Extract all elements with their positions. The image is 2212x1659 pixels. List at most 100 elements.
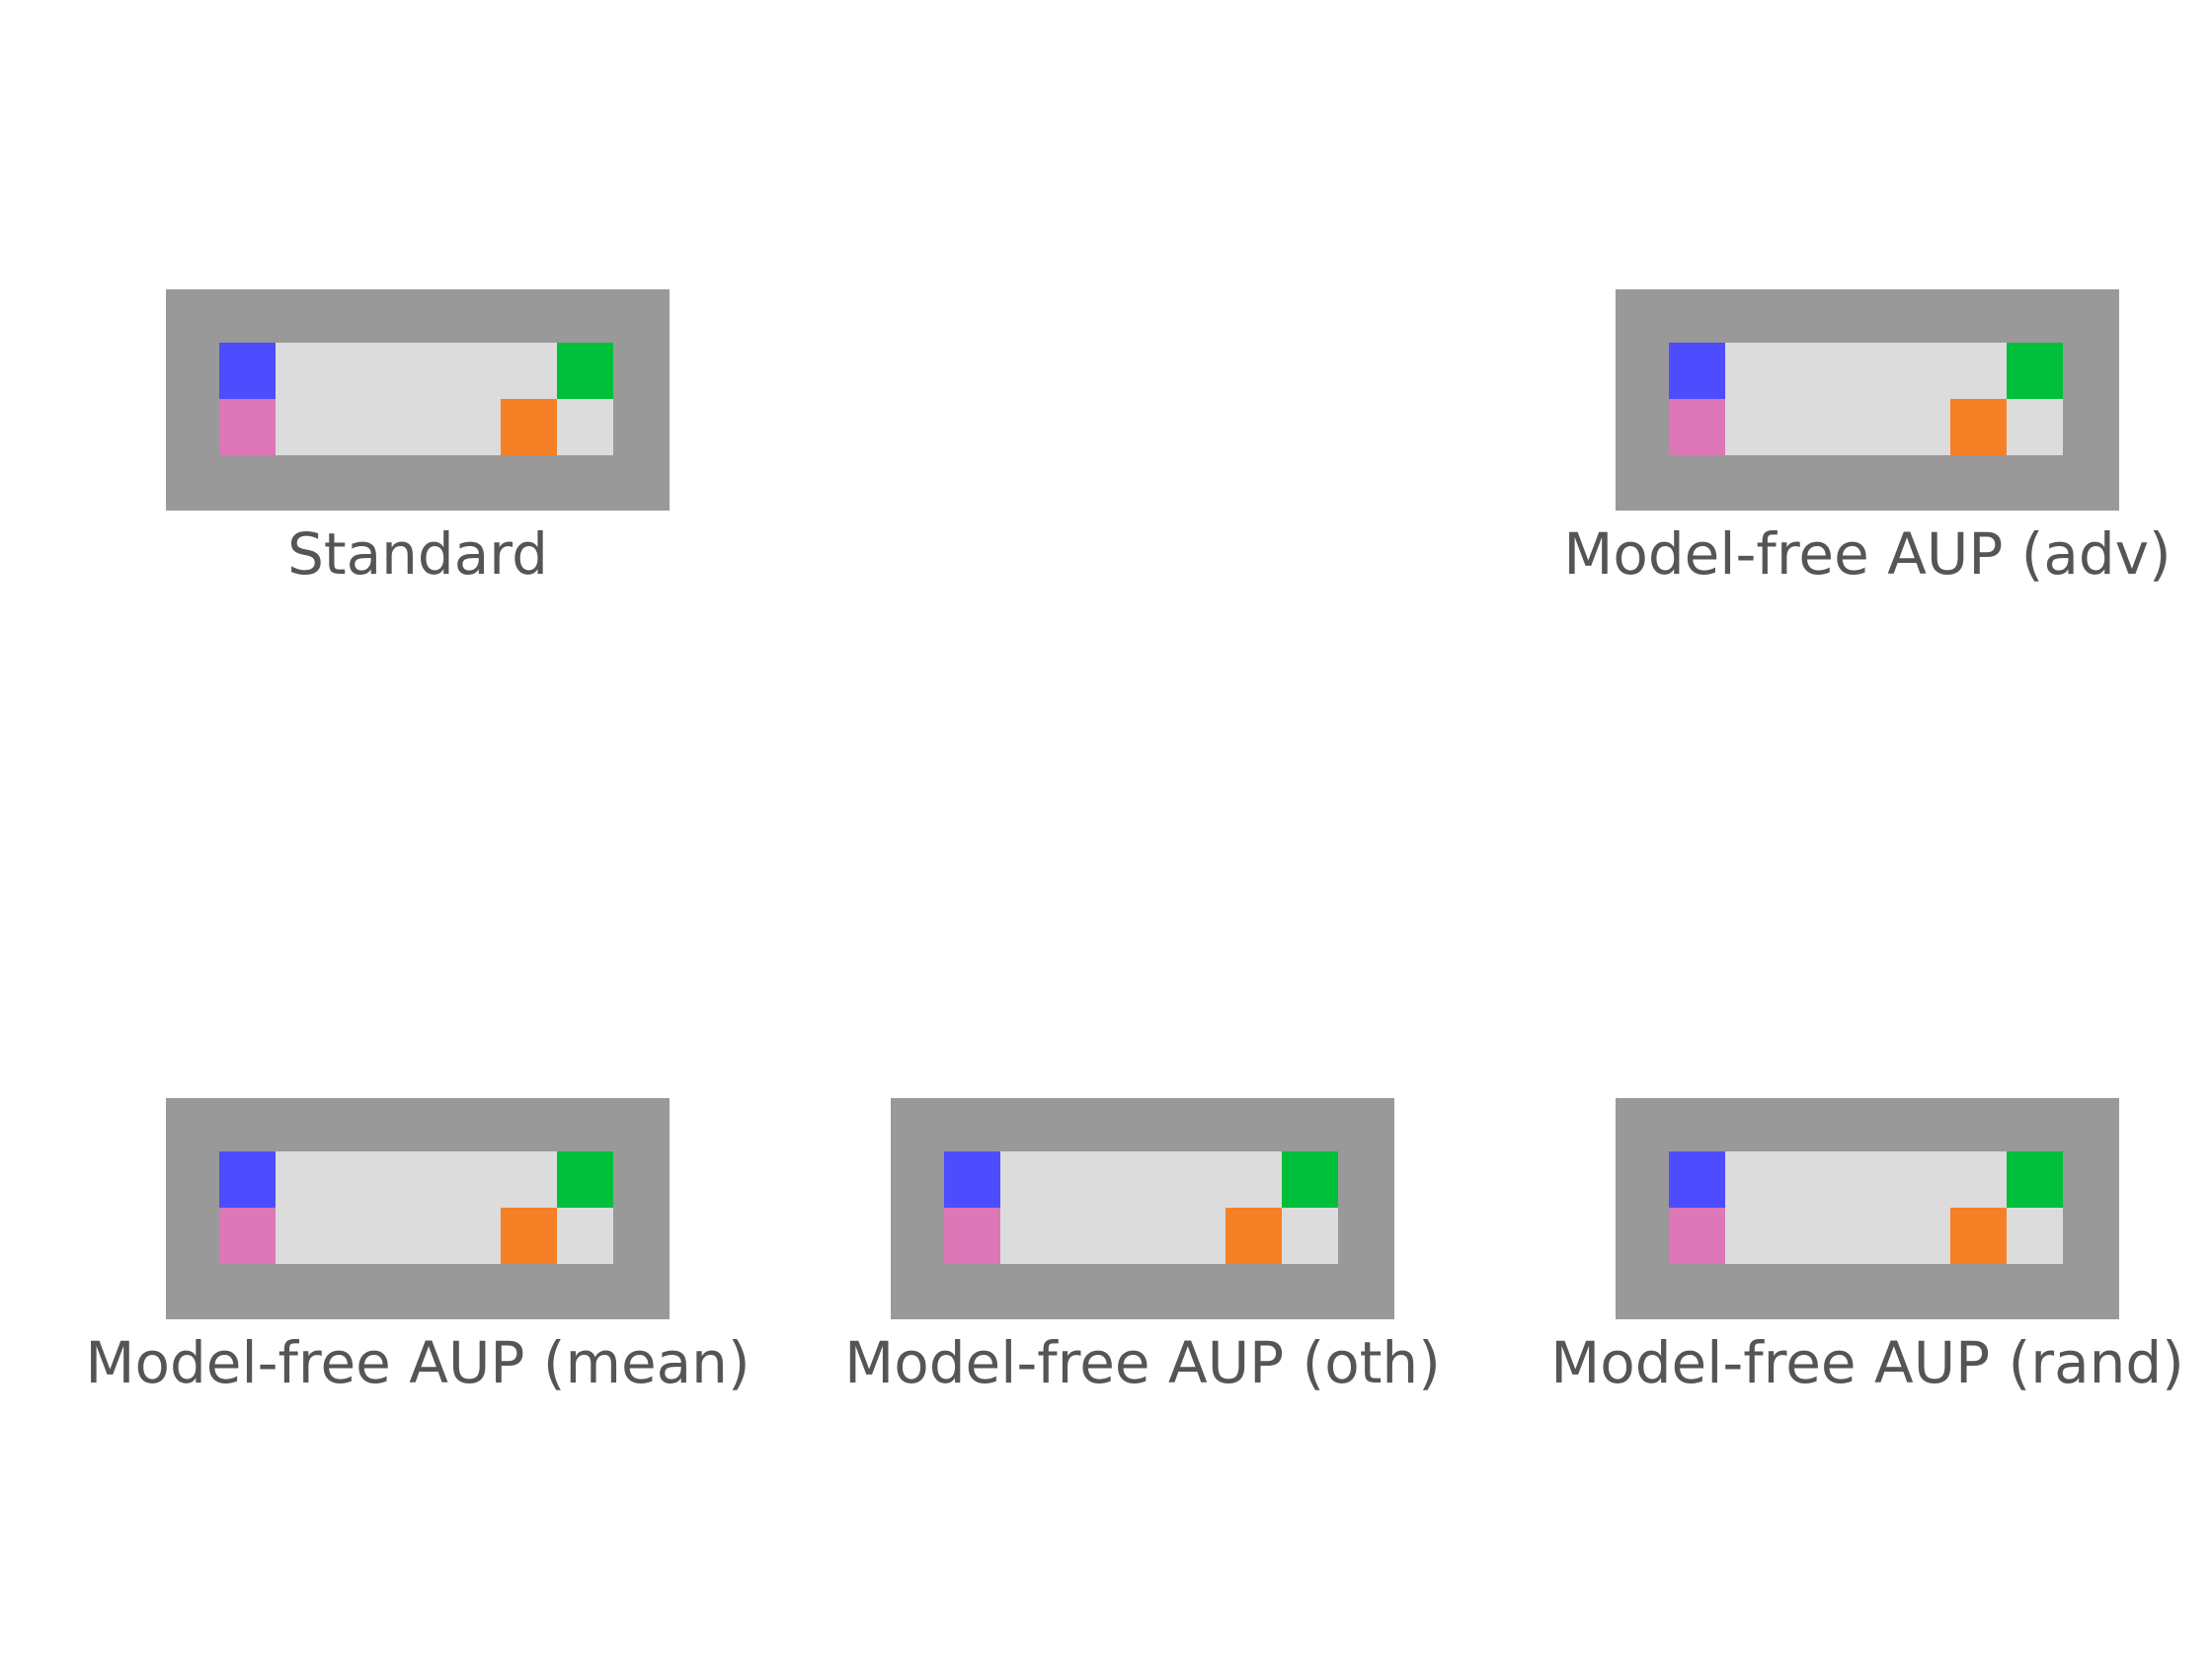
wall-cell: [219, 455, 276, 511]
wall-cell: [332, 455, 389, 511]
wall-cell: [891, 1098, 945, 1152]
wall-cell: [1725, 1264, 1782, 1319]
floor-cell: [557, 1208, 614, 1265]
wall-cell: [613, 343, 670, 400]
goal-cell: [557, 343, 614, 400]
wall-cell: [501, 455, 558, 511]
wall-cell: [1113, 1098, 1170, 1152]
gridworld-standard: [166, 289, 670, 511]
wall-cell: [1057, 1264, 1114, 1319]
orange-cell: [1950, 1208, 2008, 1265]
wall-cell: [2063, 1098, 2119, 1152]
wall-cell: [501, 289, 558, 344]
wall-cell: [166, 1264, 220, 1319]
wall-cell: [2063, 289, 2119, 344]
gridworld-adv: [1616, 289, 2119, 511]
goal-cell: [1282, 1151, 1339, 1209]
environment-panel-oth: [891, 1098, 1394, 1319]
wall-cell: [1725, 289, 1782, 344]
floor-cell: [276, 343, 333, 400]
wall-cell: [944, 1098, 1001, 1152]
agent-cell: [1669, 1151, 1726, 1209]
wall-cell: [1113, 1264, 1170, 1319]
wall-cell: [332, 289, 389, 344]
wall-cell: [388, 1264, 445, 1319]
environment-panel-standard: [166, 289, 670, 511]
wall-cell: [444, 289, 502, 344]
floor-cell: [1725, 343, 1782, 400]
wall-cell: [166, 289, 220, 344]
wall-cell: [2063, 343, 2119, 400]
wall-cell: [613, 1151, 670, 1209]
panel-label-rand: Model-free AUP (rand): [1550, 1329, 2184, 1396]
wall-cell: [1838, 455, 1895, 511]
wall-cell: [557, 289, 614, 344]
floor-cell: [1781, 1208, 1839, 1265]
wall-cell: [1169, 1264, 1226, 1319]
wall-cell: [1616, 399, 1670, 456]
wall-cell: [1669, 1098, 1726, 1152]
wall-cell: [2063, 399, 2119, 456]
floor-cell: [276, 399, 333, 456]
floor-cell: [444, 1208, 502, 1265]
wall-cell: [613, 289, 670, 344]
floor-cell: [501, 1151, 558, 1209]
wall-cell: [891, 1208, 945, 1265]
wall-cell: [501, 1098, 558, 1152]
floor-cell: [1113, 1151, 1170, 1209]
agent-cell: [219, 1151, 276, 1209]
wall-cell: [613, 1208, 670, 1265]
wall-cell: [1616, 1151, 1670, 1209]
wall-cell: [166, 1208, 220, 1265]
wall-cell: [166, 1098, 220, 1152]
wall-cell: [444, 1264, 502, 1319]
wall-cell: [2007, 289, 2064, 344]
wall-cell: [1838, 289, 1895, 344]
wall-cell: [2063, 1264, 2119, 1319]
wall-cell: [166, 399, 220, 456]
wall-cell: [388, 289, 445, 344]
wall-cell: [1838, 1098, 1895, 1152]
floor-cell: [1894, 343, 1951, 400]
gridworld-oth: [891, 1098, 1394, 1319]
wall-cell: [1725, 455, 1782, 511]
environment-panel-rand: [1616, 1098, 2119, 1319]
goal-cell: [557, 1151, 614, 1209]
floor-cell: [501, 343, 558, 400]
panel-label-standard: Standard: [287, 520, 548, 588]
floor-cell: [1225, 1151, 1283, 1209]
floor-cell: [1838, 343, 1895, 400]
wall-cell: [1225, 1098, 1283, 1152]
floor-cell: [2007, 399, 2064, 456]
wall-cell: [444, 455, 502, 511]
wall-cell: [388, 455, 445, 511]
wall-cell: [1338, 1264, 1394, 1319]
floor-cell: [2007, 1208, 2064, 1265]
floor-cell: [1057, 1208, 1114, 1265]
wall-cell: [1616, 1264, 1670, 1319]
orange-cell: [1225, 1208, 1283, 1265]
environment-panel-adv: [1616, 289, 2119, 511]
floor-cell: [1000, 1151, 1058, 1209]
wall-cell: [1781, 1098, 1839, 1152]
floor-cell: [332, 1151, 389, 1209]
wall-cell: [166, 455, 220, 511]
floor-cell: [1838, 1208, 1895, 1265]
floor-cell: [1950, 1151, 2008, 1209]
floor-cell: [1057, 1151, 1114, 1209]
floor-cell: [1282, 1208, 1339, 1265]
wall-cell: [276, 289, 333, 344]
wall-cell: [1669, 1264, 1726, 1319]
pink-cell: [219, 1208, 276, 1265]
wall-cell: [388, 1098, 445, 1152]
floor-cell: [1169, 1208, 1226, 1265]
wall-cell: [557, 1264, 614, 1319]
wall-cell: [1669, 455, 1726, 511]
floor-cell: [332, 399, 389, 456]
wall-cell: [219, 1098, 276, 1152]
floor-cell: [1725, 399, 1782, 456]
wall-cell: [1616, 1208, 1670, 1265]
wall-cell: [1057, 1098, 1114, 1152]
wall-cell: [1950, 455, 2008, 511]
floor-cell: [1894, 399, 1951, 456]
